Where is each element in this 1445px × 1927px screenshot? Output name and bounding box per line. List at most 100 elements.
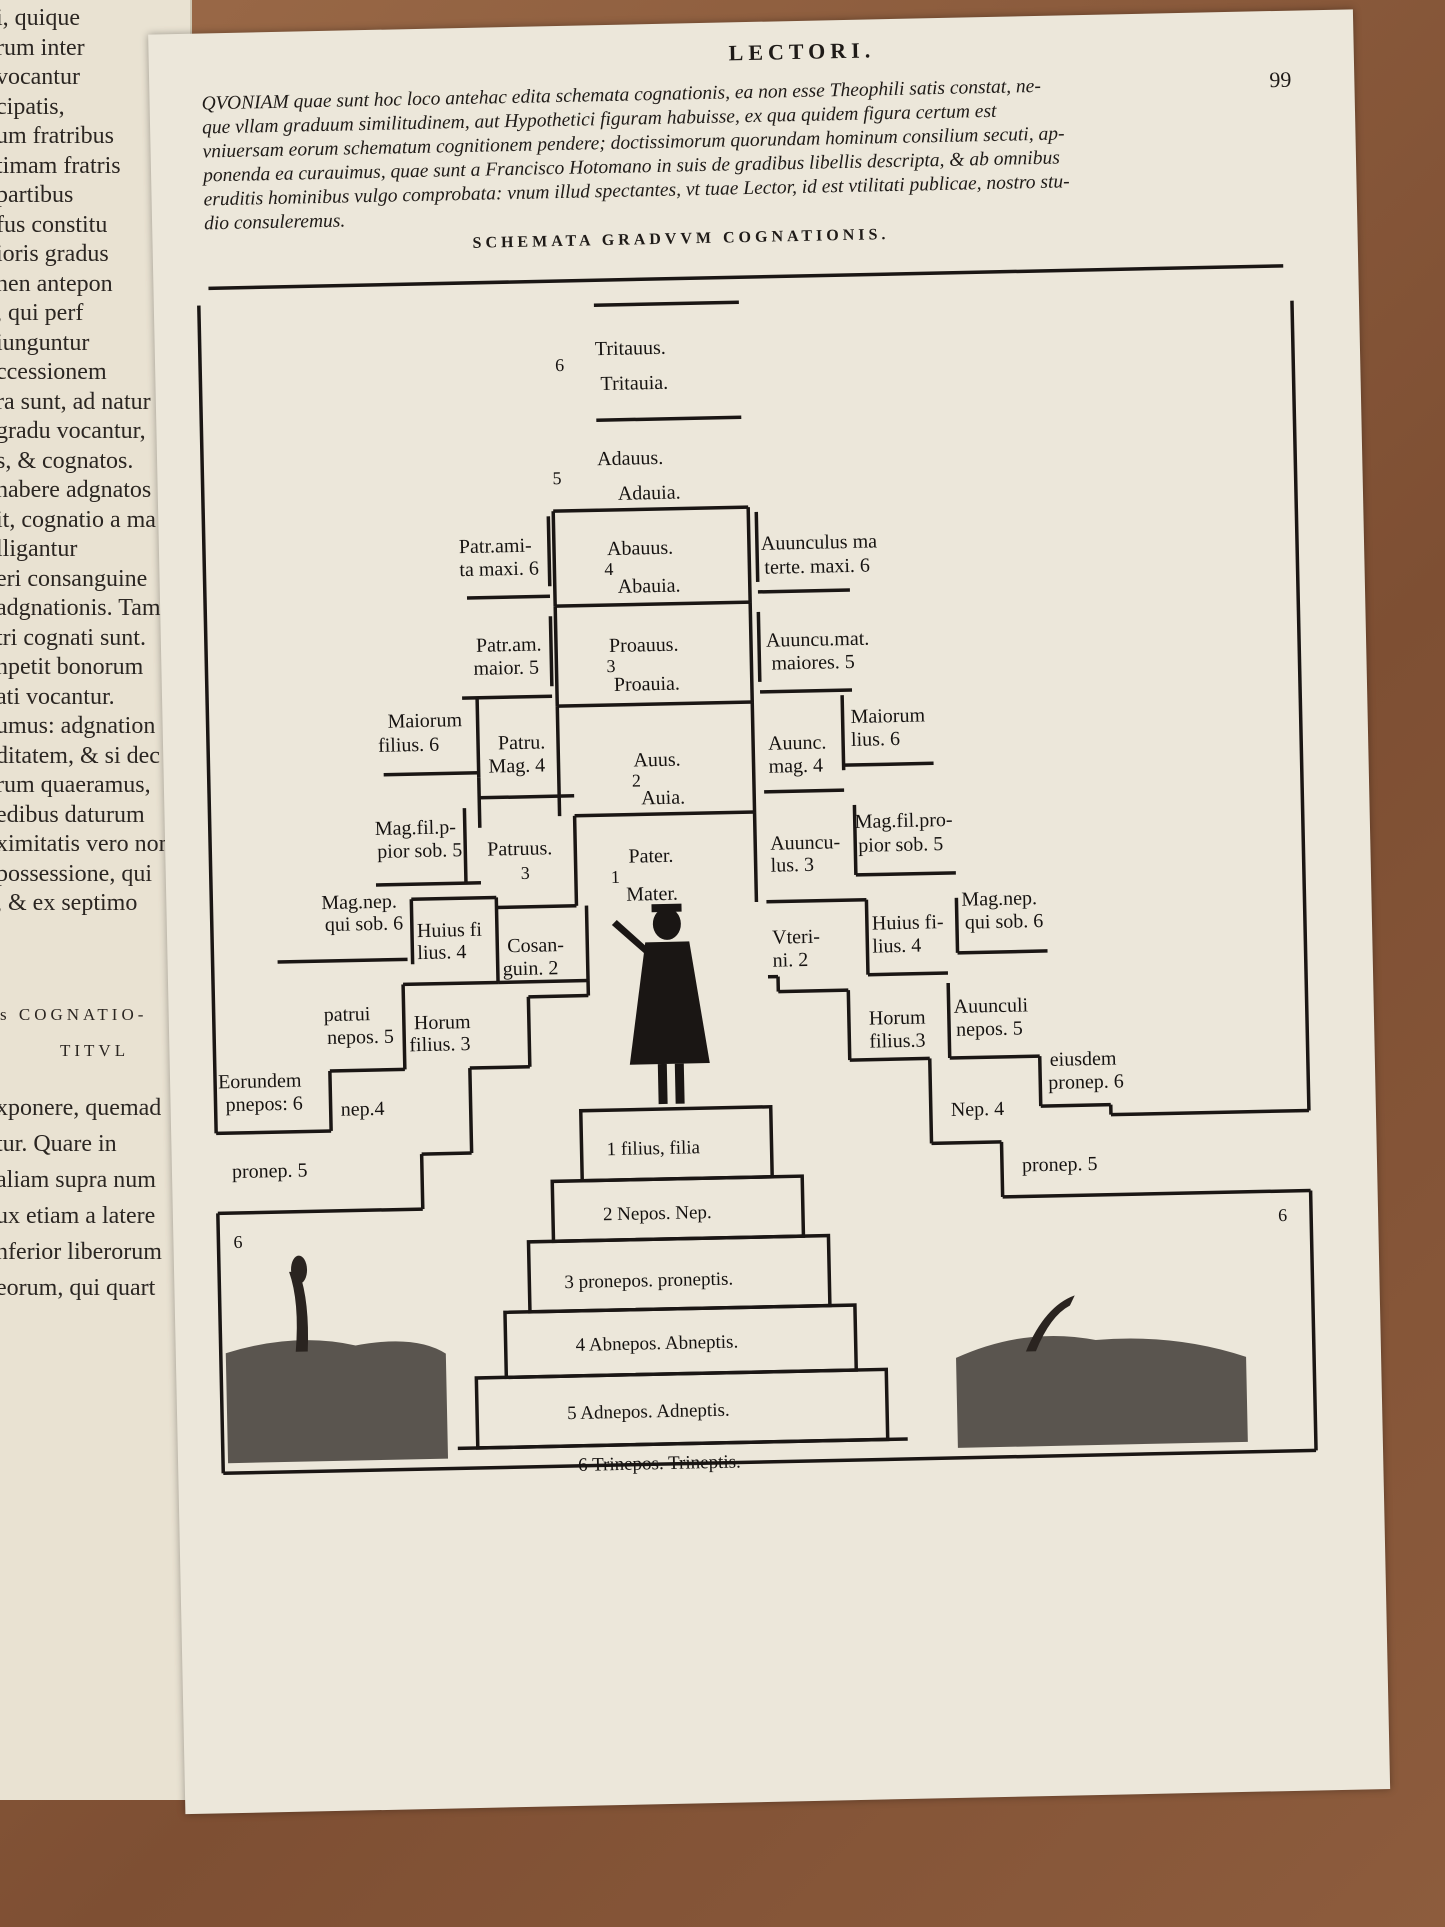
left-page-line: i, quique xyxy=(0,5,80,31)
label-pater: Pater. xyxy=(628,845,673,868)
left-page-line: nen antepon xyxy=(0,270,113,297)
label-eorundem-pronepos: Eorundem xyxy=(218,1070,302,1094)
diagram-lines xyxy=(197,264,1318,1476)
left-page-line: aliam supra num xyxy=(0,1167,156,1193)
label-nep-4: nep.4 xyxy=(340,1098,384,1121)
left-page-line: partibus xyxy=(0,182,74,208)
label-abauia: Abauia. xyxy=(618,575,681,598)
left-page-line: fus constitu xyxy=(0,211,108,238)
label-cosanguin: Cosan- xyxy=(507,934,564,957)
label-horum-filius-right: Horum xyxy=(869,1006,927,1029)
degree-number: 3 xyxy=(606,656,615,676)
left-page-line: cipatis, xyxy=(0,93,65,120)
left-page-line: s COGNATIO- xyxy=(0,1005,148,1024)
left-page-line: eri consanguine xyxy=(0,565,148,592)
left-landscape xyxy=(225,1255,449,1464)
left-page-line: ximitatis vero nom xyxy=(0,831,178,857)
label-patrui-nepos: patrui xyxy=(323,1003,371,1026)
standing-man-figure xyxy=(611,903,710,1105)
step-pronepos: 3 pronepos. proneptis. xyxy=(564,1269,733,1294)
label-auuncu-mat-maiores: Auuncu.mat. xyxy=(766,628,870,652)
left-page-line: ux etiam a latere xyxy=(0,1203,156,1229)
left-page-line: it, cognatio a ma xyxy=(0,506,156,533)
left-page-line: um fratribus xyxy=(0,123,114,149)
label-mag-fil-propior: Mag.fil.p- xyxy=(375,816,457,840)
center-labels: Tritauus. 6 Tritauia. Adauus. 5 Adauia. … xyxy=(552,337,685,906)
label-mag-fil-propior: pior sob. 5 xyxy=(377,839,462,863)
label-auunculus-materterae-maxima: Auunculus ma xyxy=(761,530,878,554)
right-landscape xyxy=(956,1295,1248,1448)
label-abauus: Abauus. xyxy=(607,537,674,560)
left-page-line: , qui perf xyxy=(0,300,84,326)
left-page-line: ditatem, & si dec xyxy=(0,742,160,769)
label-proauia: Proauia. xyxy=(614,673,681,696)
left-page-line: npetit bonorum xyxy=(0,654,144,680)
left-page-line: eorum, qui quart xyxy=(0,1275,156,1301)
left-page-line: tri cognati sunt. xyxy=(0,624,146,651)
label-auus: Auus. xyxy=(633,749,681,772)
corner-number: 6 xyxy=(1278,1205,1287,1225)
left-page-line: iunguntur xyxy=(0,329,90,356)
label-horum-filius: Horum xyxy=(414,1011,472,1034)
label-maiorum-filius-right: lius. 6 xyxy=(851,728,900,751)
left-page-line: tur. Quare in xyxy=(0,1131,117,1157)
label-auuncu-mat-maiores: maiores. 5 xyxy=(771,651,855,675)
left-page-line: ra sunt, ad natur xyxy=(0,388,151,415)
left-page-line: gradu vocantur, xyxy=(0,418,146,444)
label-uterini: ni. 2 xyxy=(772,949,808,972)
label-maiorum-filius-right: Maiorum xyxy=(850,704,925,728)
left-page-line: adgnationis. Tam xyxy=(0,595,161,621)
label-auunculus: Auuncu- xyxy=(770,831,840,854)
corner-number: 6 xyxy=(233,1232,242,1252)
left-page-line: TITVL xyxy=(60,1041,130,1060)
label-mag-fil-propior-right: Mag.fil.pro- xyxy=(855,809,953,833)
left-page-line: timam fratris xyxy=(0,152,121,179)
label-maiorum-filius: filius. 6 xyxy=(378,734,440,757)
degree-number: 4 xyxy=(604,559,613,579)
label-horum-filius: filius. 3 xyxy=(409,1033,471,1056)
label-patr-amita-maxima: Patr.ami- xyxy=(459,535,532,559)
left-page-line: s, & cognatos. xyxy=(0,447,134,474)
label-patr-am-maior: Patr.am. xyxy=(476,633,542,656)
label-eiusdem-pronep: pronep. 6 xyxy=(1048,1070,1124,1094)
label-adauia: Adauia. xyxy=(618,482,681,505)
right-page: LECTORI. 99 QVONIAM quae sunt hoc loco a… xyxy=(148,9,1391,1815)
label-auunc-mag: Auunc. xyxy=(768,732,827,755)
left-page-line: ati vocantur. xyxy=(0,683,115,710)
label-huius-filius-right: Huius fi- xyxy=(872,911,944,934)
left-page-line: ioris gradus xyxy=(0,241,109,267)
label-pronep-5: pronep. 5 xyxy=(232,1159,308,1183)
left-page-line: nferior liberorum xyxy=(0,1239,162,1265)
label-cosanguin: guin. 2 xyxy=(503,957,559,980)
label-tritauus: Tritauus. xyxy=(595,337,666,360)
label-uterini: Vteri- xyxy=(772,926,820,949)
left-page-line: rum quaeramus, xyxy=(0,772,151,798)
label-auunculi-nepos: nepos. 5 xyxy=(956,1017,1023,1040)
label-huius-filius-right: lius. 4 xyxy=(872,935,921,958)
left-page-line: edibus daturum xyxy=(0,801,145,828)
label-auunc-mag: mag. 4 xyxy=(768,755,823,778)
label-maiorum-filius: Maiorum xyxy=(387,709,462,733)
left-page-line: ccessionem xyxy=(0,359,107,385)
label-auia: Auia. xyxy=(641,786,685,809)
label-adauus: Adauus. xyxy=(597,447,664,470)
left-page-line: , & ex septimo xyxy=(0,890,138,916)
degree-number: 1 xyxy=(611,867,620,887)
label-auunculus-materterae-maxima: terte. maxi. 6 xyxy=(764,555,870,579)
label-huius-filius: lius. 4 xyxy=(417,941,466,964)
label-mag-nep: Mag.nep. xyxy=(321,891,397,915)
right-labels: Auunculus ma terte. maxi. 6 Auuncu.mat. … xyxy=(761,530,1288,1225)
label-patruus: Patruus. xyxy=(487,837,552,860)
label-patru-mag: Mag. 4 xyxy=(488,754,545,777)
step-filius: 1 filius, filia xyxy=(606,1137,700,1160)
kinship-diagram: Tritauus. 6 Tritauia. Adauus. 5 Adauia. … xyxy=(197,264,1318,1476)
label-patr-amita-maxima: ta maxi. 6 xyxy=(459,558,539,582)
label-horum-filius-right: filius.3 xyxy=(869,1030,926,1053)
label-auunculus: lus. 3 xyxy=(770,854,814,877)
degree-number: 6 xyxy=(555,355,564,375)
label-nep-4-right: Nep. 4 xyxy=(951,1098,1005,1121)
label-mag-nep: qui sob. 6 xyxy=(325,912,404,936)
left-page-line: possessione, qui xyxy=(0,860,152,887)
descendant-steps: 1 filius, filia 2 Nepos. Nep. 3 pronepos… xyxy=(564,1137,741,1476)
label-eiusdem-pronep: eiusdem xyxy=(1050,1048,1118,1071)
